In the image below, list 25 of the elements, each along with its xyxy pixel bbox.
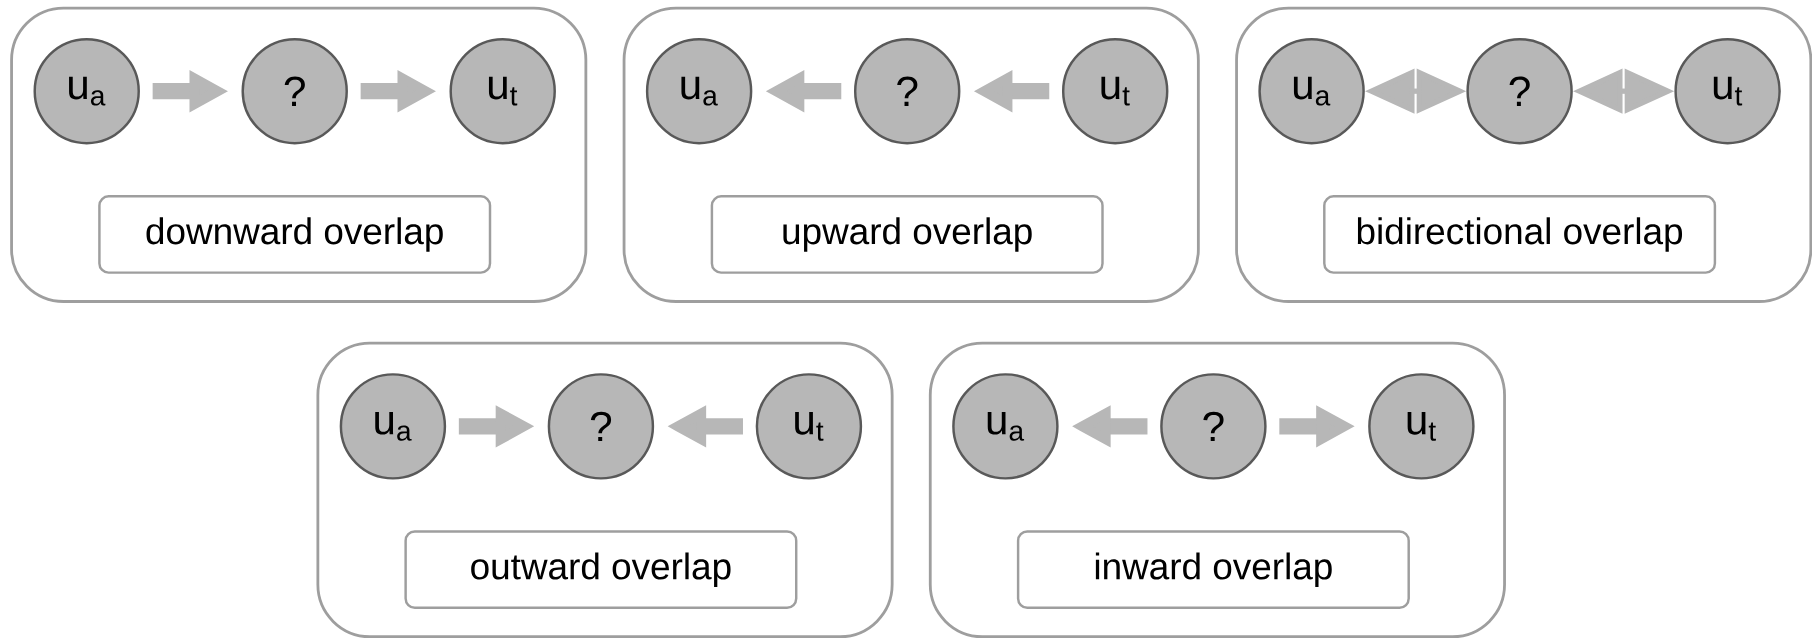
panel-frame bbox=[622, 6, 1200, 303]
panel-frame bbox=[316, 341, 894, 639]
circle-node: ? bbox=[1160, 373, 1267, 480]
circle-node: ? bbox=[241, 37, 348, 145]
panel-frame bbox=[928, 341, 1506, 639]
circle-node: ? bbox=[1466, 37, 1573, 145]
label-box: upward overlap bbox=[710, 195, 1104, 274]
circle-node: u$_{a}$ bbox=[339, 373, 447, 480]
circle-node: u$_{a}$ bbox=[952, 373, 1059, 480]
label-box: outward overlap bbox=[404, 530, 798, 610]
panel-frame bbox=[10, 6, 588, 303]
panel-frame bbox=[1235, 6, 1812, 303]
circle-node: u$_{a}$ bbox=[1258, 37, 1365, 145]
circle-node: u$_{t}$ bbox=[1061, 37, 1169, 145]
label-box: downward overlap bbox=[98, 195, 492, 274]
circle-node: u$_{t}$ bbox=[449, 37, 556, 145]
circle-node: u$_{t}$ bbox=[1674, 37, 1781, 145]
circle-node: u$_{t}$ bbox=[755, 373, 863, 480]
label-box: bidirectional overlap bbox=[1323, 195, 1717, 274]
circle-node: ? bbox=[547, 373, 655, 480]
circle-node: ? bbox=[854, 37, 961, 145]
circle-node: u$_{t}$ bbox=[1368, 373, 1475, 480]
label-box: inward overlap bbox=[1016, 530, 1410, 610]
circle-node: u$_{a}$ bbox=[33, 37, 140, 145]
circle-node: u$_{a}$ bbox=[645, 37, 753, 145]
